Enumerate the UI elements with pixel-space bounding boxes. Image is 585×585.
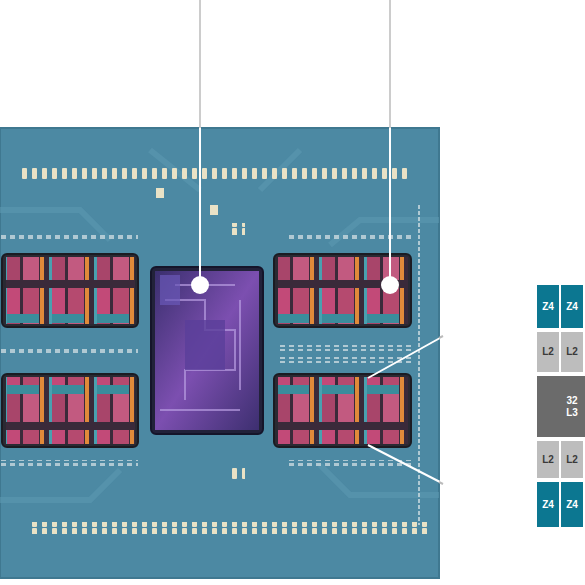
cell-label: Z4 bbox=[566, 499, 578, 511]
cell-label: L2 bbox=[566, 454, 578, 466]
cell-label: Z4 bbox=[542, 301, 554, 313]
core-cell: Z4 bbox=[561, 285, 583, 328]
l2-cell: L2 bbox=[537, 332, 559, 372]
l2-cell: L2 bbox=[561, 441, 583, 478]
core-cell: Z4 bbox=[537, 285, 559, 328]
cache-label: 32 L3 bbox=[561, 395, 583, 418]
l3-block: 32 L3 bbox=[537, 376, 585, 437]
cell-label: Z4 bbox=[542, 499, 554, 511]
core-cell: Z4 bbox=[537, 482, 559, 527]
cell-label: L2 bbox=[566, 346, 578, 358]
cell-label: Z4 bbox=[566, 301, 578, 313]
core-cell: Z4 bbox=[561, 482, 583, 527]
cell-label: L2 bbox=[542, 346, 554, 358]
l2-cell: L2 bbox=[561, 332, 583, 372]
cell-label: L2 bbox=[542, 454, 554, 466]
l2-cell: L2 bbox=[537, 441, 559, 478]
